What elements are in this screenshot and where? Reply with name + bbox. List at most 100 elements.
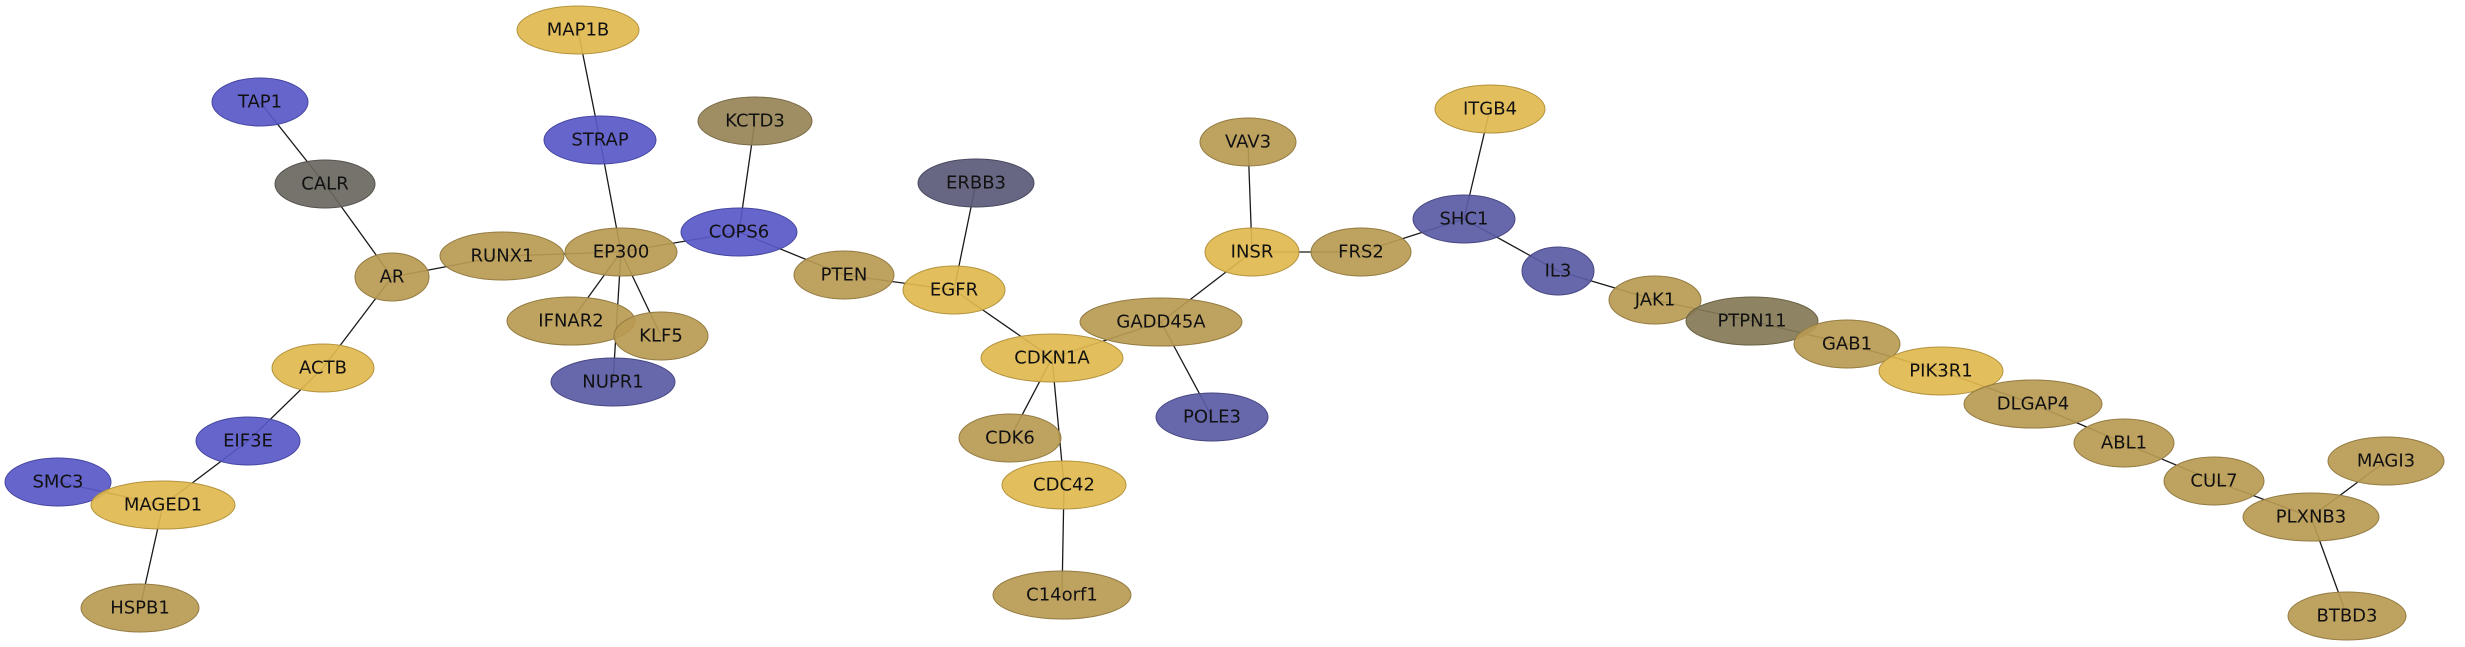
node-label-egfr: EGFR [930,280,978,301]
node-shape-strap [543,115,657,165]
node-shape-runx1 [439,231,565,281]
node-shape-kctd3 [697,96,813,146]
node-shape-cul7 [2163,456,2265,506]
node-label-ptpn11: PTPN11 [1717,311,1786,332]
node-label-hspb1: HSPB1 [110,598,170,619]
node-label-actb: ACTB [299,358,347,379]
node-label-ep300: EP300 [593,242,650,263]
node-hspb1: HSPB1 [80,583,200,633]
node-label-cdk6: CDK6 [985,428,1035,449]
node-ptpn11: PTPN11 [1685,296,1819,346]
node-label-map1b: MAP1B [547,20,610,41]
node-ep300: EP300 [564,227,678,277]
node-pik3r1: PIK3R1 [1878,346,2004,396]
node-label-cops6: COPS6 [709,222,769,243]
node-smc3: SMC3 [4,457,112,507]
node-shape-gab1 [1793,319,1901,369]
node-label-klf5: KLF5 [639,326,683,347]
node-label-runx1: RUNX1 [471,246,534,267]
node-map1b: MAP1B [516,5,640,55]
node-shape-itgb4 [1434,84,1546,134]
node-ar: AR [354,252,430,302]
node-plxnb3: PLXNB3 [2242,492,2380,542]
node-shape-pten [793,250,895,300]
node-shape-btbd3 [2287,591,2407,641]
node-shape-frs2 [1310,227,1412,277]
node-calr: CALR [274,159,376,209]
node-shape-klf5 [613,311,709,361]
node-ifnar2: IFNAR2 [506,296,636,346]
node-label-abl1: ABL1 [2101,433,2147,454]
node-label-kctd3: KCTD3 [725,111,785,132]
node-gadd45a: GADD45A [1079,297,1243,347]
node-label-vav3: VAV3 [1225,132,1271,153]
node-strap: STRAP [543,115,657,165]
node-pten: PTEN [793,250,895,300]
node-label-erbb3: ERBB3 [946,173,1006,194]
node-abl1: ABL1 [2073,418,2175,468]
node-maged1: MAGED1 [90,480,236,530]
node-label-nupr1: NUPR1 [582,372,643,393]
node-cdk6: CDK6 [958,413,1062,463]
node-shc1: SHC1 [1412,194,1516,244]
node-label-jak1: JAK1 [1634,290,1676,311]
node-shape-plxnb3 [2242,492,2380,542]
node-shape-map1b [516,5,640,55]
node-cul7: CUL7 [2163,456,2265,506]
node-btbd3: BTBD3 [2287,591,2407,641]
node-label-smc3: SMC3 [33,472,84,493]
node-shape-actb [271,343,375,393]
node-nupr1: NUPR1 [550,357,676,407]
node-label-cul7: CUL7 [2190,471,2237,492]
node-label-c14orf1: C14orf1 [1026,585,1098,606]
node-label-tap1: TAP1 [237,92,282,113]
node-shape-pik3r1 [1878,346,2004,396]
node-itgb4: ITGB4 [1434,84,1546,134]
node-cdc42: CDC42 [1001,460,1127,510]
node-label-pik3r1: PIK3R1 [1909,361,1972,382]
node-label-eif3e: EIF3E [223,431,273,452]
node-insr: INSR [1204,227,1300,277]
node-label-magi3: MAGI3 [2357,451,2415,472]
node-shape-vav3 [1199,117,1297,167]
node-erbb3: ERBB3 [917,158,1035,208]
node-label-strap: STRAP [571,130,629,151]
node-klf5: KLF5 [613,311,709,361]
node-shape-tap1 [211,77,309,127]
node-shape-abl1 [2073,418,2175,468]
node-shape-eif3e [195,416,301,466]
node-shape-ptpn11 [1685,296,1819,346]
node-egfr: EGFR [902,265,1006,315]
node-actb: ACTB [271,343,375,393]
node-shape-shc1 [1412,194,1516,244]
node-shape-jak1 [1608,275,1702,325]
node-label-ifnar2: IFNAR2 [538,311,603,332]
node-shape-calr [274,159,376,209]
node-kctd3: KCTD3 [697,96,813,146]
node-label-cdc42: CDC42 [1033,475,1095,496]
node-shape-nupr1 [550,357,676,407]
node-jak1: JAK1 [1608,275,1702,325]
node-shape-egfr [902,265,1006,315]
node-gab1: GAB1 [1793,319,1901,369]
node-shape-il3 [1521,246,1595,296]
node-tap1: TAP1 [211,77,309,127]
node-shape-insr [1204,227,1300,277]
node-shape-ep300 [564,227,678,277]
node-label-cdkn1a: CDKN1A [1014,348,1090,369]
node-il3: IL3 [1521,246,1595,296]
node-shape-dlgap4 [1963,379,2103,429]
node-dlgap4: DLGAP4 [1963,379,2103,429]
node-label-shc1: SHC1 [1440,209,1489,230]
node-shape-pole3 [1155,392,1269,442]
node-magi3: MAGI3 [2327,436,2445,486]
node-label-gadd45a: GADD45A [1116,312,1206,333]
node-label-maged1: MAGED1 [124,495,202,516]
node-shape-c14orf1 [992,570,1132,620]
node-shape-smc3 [4,457,112,507]
node-vav3: VAV3 [1199,117,1297,167]
node-label-il3: IL3 [1545,261,1572,282]
node-shape-erbb3 [917,158,1035,208]
node-shape-cdc42 [1001,460,1127,510]
node-label-pole3: POLE3 [1183,407,1241,428]
